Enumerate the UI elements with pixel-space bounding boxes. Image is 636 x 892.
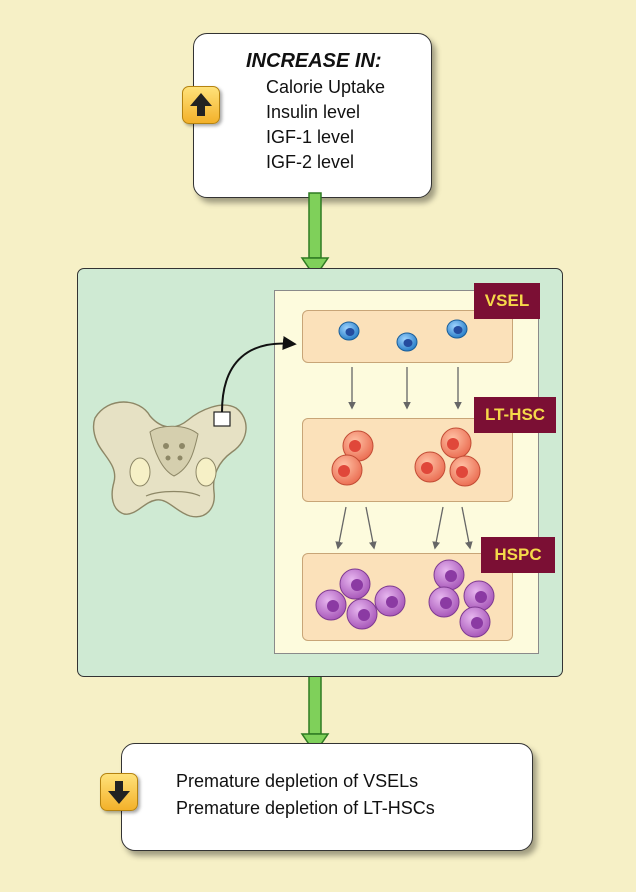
lt-hsc-cell xyxy=(342,430,374,462)
increase-title: INCREASE IN: xyxy=(246,50,382,72)
depletion-line-lt-hsc: Premature depletion of LT-HSCs xyxy=(176,798,435,818)
lt-hsc-cell xyxy=(414,451,446,483)
vsel-label: VSEL xyxy=(474,283,540,319)
lt-hsc-label: LT-HSC xyxy=(474,397,556,433)
bone-marrow-zoom-arrow xyxy=(221,336,297,413)
down-arrow-icon xyxy=(100,773,138,811)
depletion-line-vsel: Premature depletion of VSELs xyxy=(176,771,419,791)
hspc-cell xyxy=(346,598,378,630)
lt-hsc-cell xyxy=(449,455,481,487)
hspc-cell xyxy=(428,586,460,618)
differentiation-arrow xyxy=(335,506,347,550)
vsel-cell xyxy=(396,332,418,352)
differentiation-arrow xyxy=(432,506,444,550)
hspc-label: HSPC xyxy=(481,537,555,573)
hspc-cell xyxy=(463,580,495,612)
differentiation-arrow xyxy=(365,506,377,550)
differentiation-arrow xyxy=(461,506,473,550)
hspc-cell xyxy=(459,606,491,638)
hspc-cell xyxy=(315,589,347,621)
lt-hsc-cell xyxy=(331,454,363,486)
increase-card: INCREASE IN: Calorie Uptake Insulin leve… xyxy=(193,33,432,198)
up-arrow-icon xyxy=(182,86,220,124)
hspc-cell xyxy=(374,585,406,617)
hspc-cell xyxy=(339,568,371,600)
hspc-cell xyxy=(433,559,465,591)
depletion-card: Premature depletion of VSELs Premature d… xyxy=(121,743,533,851)
pelvis-bone-illustration xyxy=(92,401,247,518)
vsel-cell xyxy=(446,319,468,339)
increase-item-igf1: IGF-1 level xyxy=(266,127,355,147)
vsel-cell xyxy=(338,321,360,341)
increase-item-insulin: Insulin level xyxy=(266,102,361,122)
top-connector-arrow xyxy=(300,192,330,279)
increase-item-igf2: IGF-2 level xyxy=(266,152,355,172)
lt-hsc-cell xyxy=(440,427,472,459)
increase-item-calorie: Calorie Uptake xyxy=(266,77,386,97)
